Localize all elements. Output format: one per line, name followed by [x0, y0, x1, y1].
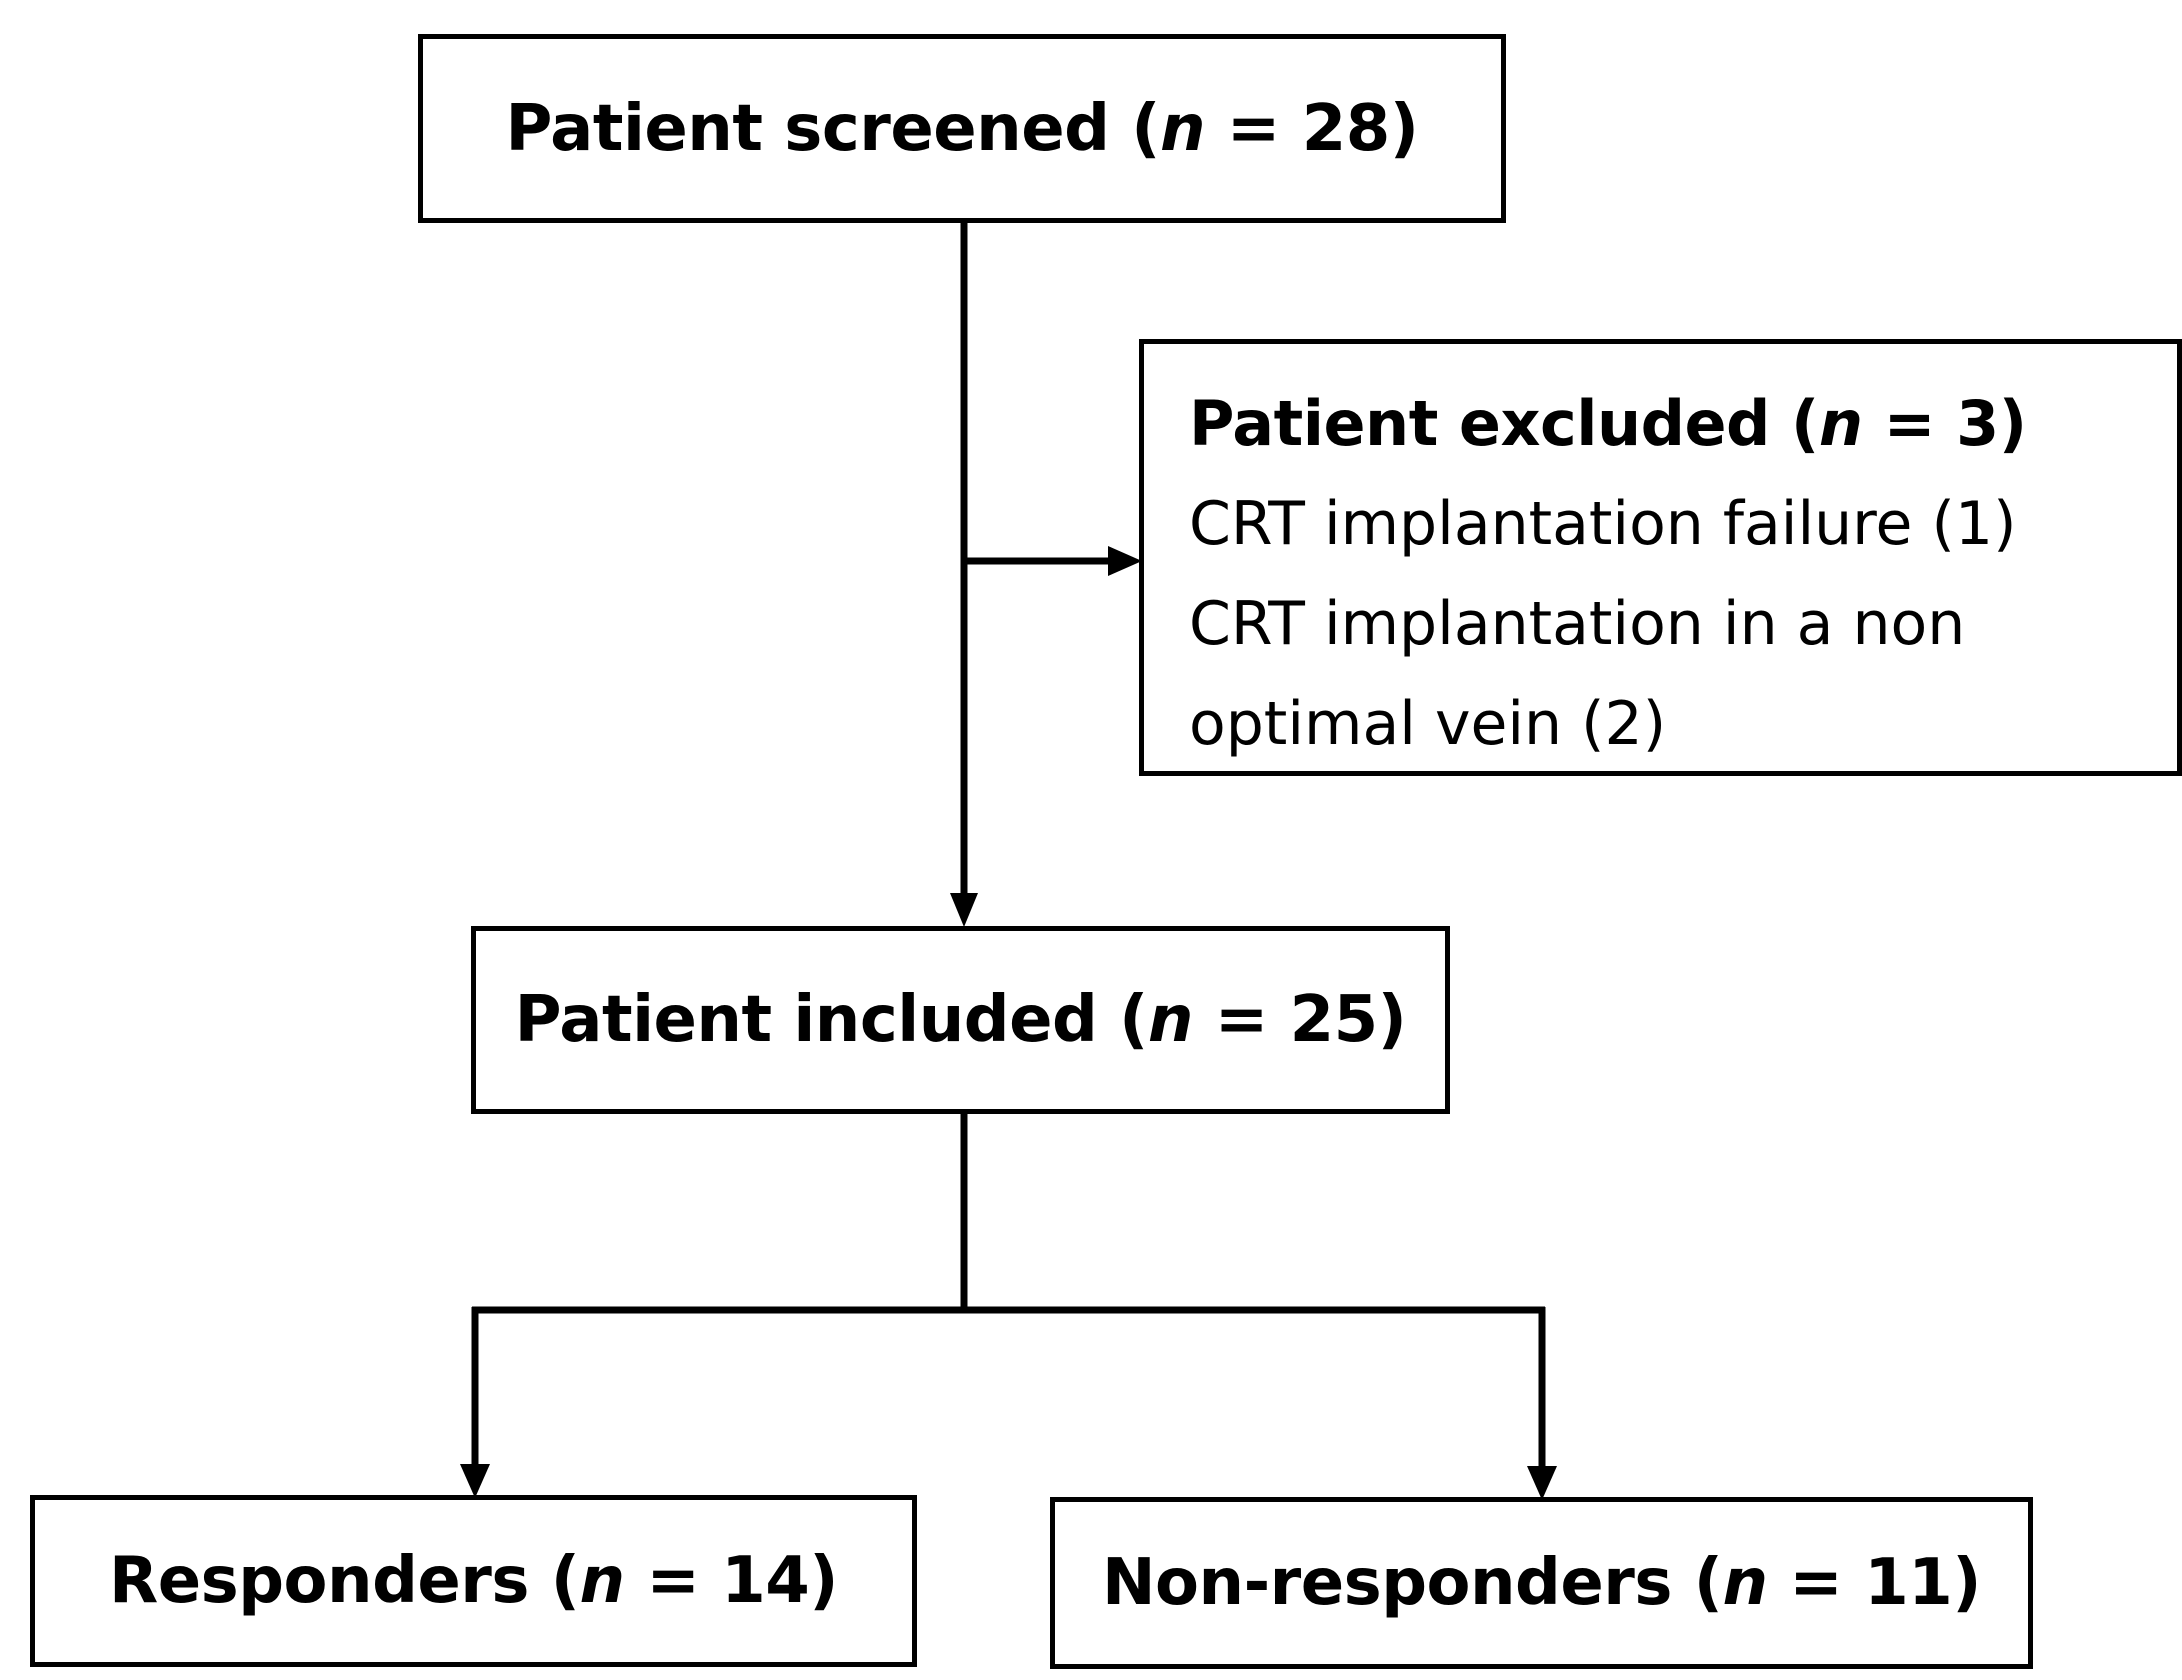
box-patient-included: Patient included (n = 25): [471, 926, 1450, 1114]
arrowhead-nonresponders: [1527, 1466, 1557, 1500]
patient-included-label: Patient included (n = 25): [514, 983, 1407, 1057]
exclusion-reason: CRT implantation failure (1): [1189, 489, 2017, 559]
arrowhead-included: [950, 893, 978, 927]
arrowhead-responders: [460, 1464, 490, 1498]
arrowhead-excluded: [1108, 546, 1142, 576]
exclusion-reason: CRT implantation in a non: [1189, 589, 1966, 659]
exclusion-reason: optimal vein (2): [1189, 689, 1667, 759]
box-patient-screened: Patient screened (n = 28): [418, 34, 1506, 223]
non-responders-label: Non-responders (n = 11): [1101, 1546, 1982, 1620]
patient-excluded-label: Patient excluded (n = 3): [1189, 387, 2027, 460]
box-responders: Responders (n = 14): [30, 1495, 917, 1667]
box-patient-excluded: Patient excluded (n = 3) CRT implantatio…: [1139, 339, 2182, 776]
box-non-responders: Non-responders (n = 11): [1050, 1497, 2033, 1669]
responders-label: Responders (n = 14): [108, 1544, 839, 1618]
patient-screened-label: Patient screened (n = 28): [505, 91, 1419, 166]
